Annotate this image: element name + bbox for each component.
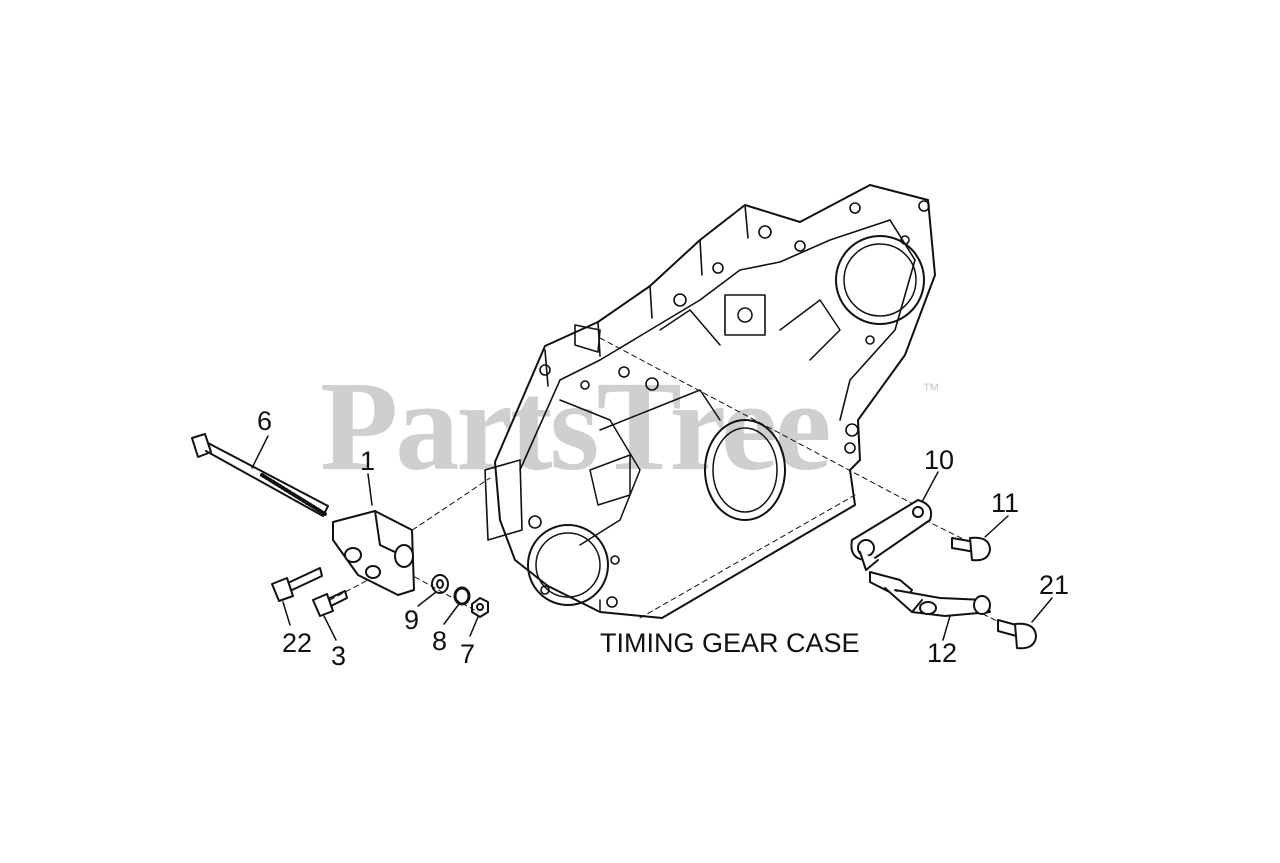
callout-12: 12 <box>927 638 958 668</box>
part-9-washer <box>431 574 449 594</box>
trademark-symbol: ™ <box>922 380 940 400</box>
part-11-screw <box>951 536 991 562</box>
part-22-screw <box>271 567 323 602</box>
callout-leaders <box>251 435 1053 641</box>
part-21-screw <box>997 619 1037 650</box>
callout-8: 8 <box>432 626 448 656</box>
callout-21: 21 <box>1039 570 1070 600</box>
callout-1: 1 <box>360 446 376 476</box>
callout-11: 11 <box>991 488 1020 518</box>
part-12-lever <box>869 571 991 617</box>
part-10-link-plate <box>850 499 933 571</box>
callout-9: 9 <box>404 605 420 635</box>
part-6-bolt <box>191 433 329 517</box>
callout-3: 3 <box>331 641 347 671</box>
part-3-screw <box>312 590 348 617</box>
callout-7: 7 <box>460 639 476 669</box>
callout-6: 6 <box>257 406 273 436</box>
partstree-watermark: PartsTree <box>320 355 831 497</box>
part-7-nut <box>471 597 489 618</box>
callout-10: 10 <box>924 445 955 475</box>
part-1-bracket <box>332 510 415 596</box>
part-8-lock-washer <box>453 586 471 606</box>
timing-gear-case <box>484 184 936 619</box>
timing-gear-case-label: TIMING GEAR CASE <box>600 628 860 658</box>
callout-22: 22 <box>282 628 313 658</box>
